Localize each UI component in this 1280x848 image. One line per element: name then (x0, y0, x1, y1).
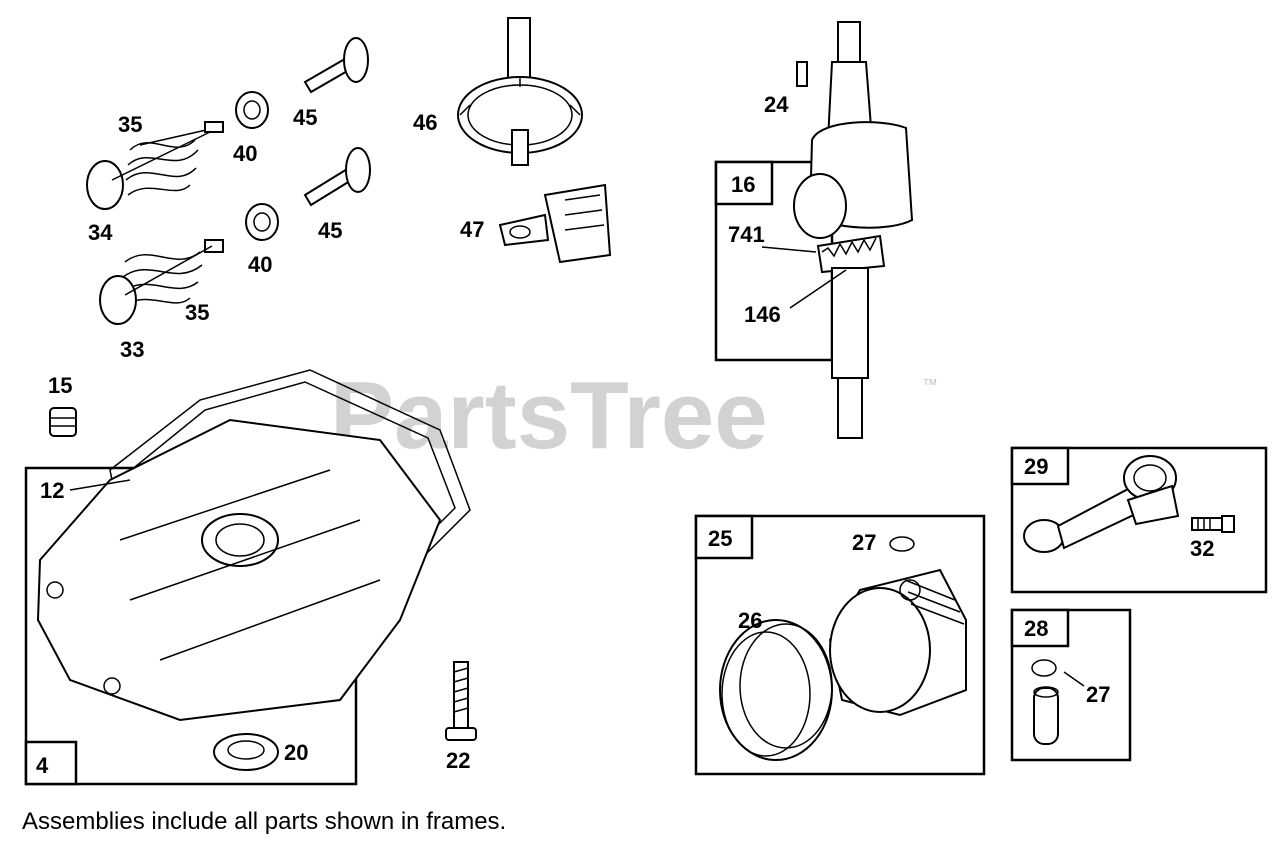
exhaust-valve[interactable] (99, 245, 213, 325)
crankshaft-seal[interactable] (213, 733, 279, 771)
label-32: 32 (1190, 536, 1214, 561)
leader-146 (789, 269, 847, 309)
frame-4-number: 4 (36, 753, 49, 778)
label-22: 22 (446, 748, 470, 773)
frame-25: 25 (694, 514, 986, 776)
piston[interactable] (828, 568, 967, 717)
valve-spring-upper[interactable] (125, 121, 224, 196)
label-40-lower: 40 (248, 252, 272, 277)
governor-assembly[interactable] (498, 183, 612, 264)
valve-seal-upper[interactable] (235, 91, 269, 129)
label-35-upper: 35 (118, 112, 142, 137)
piston-rings[interactable] (719, 619, 833, 761)
label-146: 146 (744, 302, 781, 327)
leader-741 (761, 246, 817, 253)
assemblies-footnote: Assemblies include all parts shown in fr… (22, 808, 507, 835)
label-15: 15 (48, 373, 72, 398)
tappet-upper[interactable] (303, 37, 369, 94)
label-47: 47 (460, 217, 484, 242)
sump-bolt[interactable] (445, 661, 477, 741)
connecting-rod-bolt[interactable] (1191, 515, 1235, 533)
tappet-lower[interactable] (303, 147, 371, 207)
camshaft-gear[interactable] (457, 17, 583, 166)
frame-29: 29 (1010, 446, 1268, 594)
label-27-lower: 27 (1086, 682, 1110, 707)
leader-27-lower (1063, 671, 1085, 687)
label-34: 34 (88, 220, 113, 245)
label-20: 20 (284, 740, 308, 765)
label-45-upper: 45 (293, 105, 317, 130)
label-46: 46 (413, 110, 437, 135)
label-40-upper: 40 (233, 141, 257, 166)
label-24: 24 (764, 92, 789, 117)
frame-16-number: 16 (731, 172, 755, 197)
watermark-trademark: ™ (922, 377, 938, 394)
connecting-rod[interactable] (1023, 455, 1180, 553)
label-741: 741 (728, 222, 765, 247)
frame-28-number: 28 (1024, 616, 1048, 641)
oil-drain-plug[interactable] (49, 407, 77, 437)
label-35-lower: 35 (185, 300, 209, 325)
frame-29-number: 29 (1024, 454, 1048, 479)
intake-valve[interactable] (86, 131, 211, 210)
watermark-brand: PartsTree (330, 362, 768, 469)
leader-12 (69, 479, 131, 491)
frame-16: 16 (714, 160, 834, 362)
piston-pin-clip-lower[interactable] (1031, 659, 1057, 677)
frame-25-number: 25 (708, 526, 732, 551)
label-12: 12 (40, 478, 64, 503)
valve-spring-lower[interactable] (120, 239, 224, 306)
piston-pin[interactable] (1033, 686, 1059, 745)
label-33: 33 (120, 337, 144, 362)
label-27-upper: 27 (852, 530, 876, 555)
label-45-lower: 45 (318, 218, 342, 243)
valve-seal-lower[interactable] (245, 203, 279, 241)
piston-pin-clip-upper[interactable] (889, 536, 915, 552)
label-26: 26 (738, 608, 762, 633)
crankshaft[interactable] (793, 21, 914, 439)
sump-housing[interactable] (36, 418, 442, 722)
frame-28: 28 (1010, 608, 1132, 762)
